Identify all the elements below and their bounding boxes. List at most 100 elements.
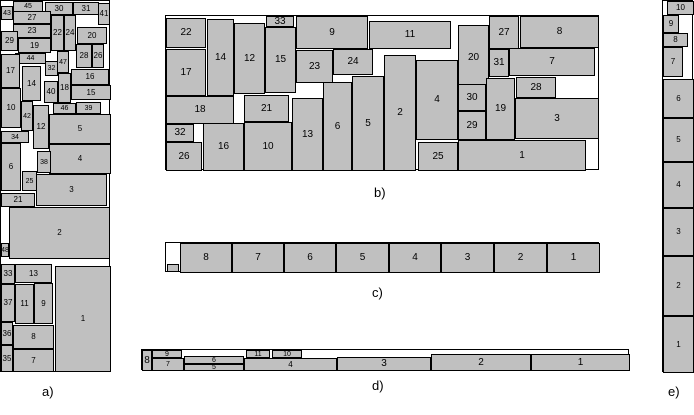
rect-31: 31 xyxy=(489,49,509,77)
rect-8: 8 xyxy=(520,16,599,48)
rect-4: 4 xyxy=(49,144,111,174)
rect-24: 24 xyxy=(64,15,76,51)
rect-27: 27 xyxy=(489,16,519,49)
rect-41: 41 xyxy=(98,3,110,25)
rect-9: 9 xyxy=(663,15,679,33)
rect-18: 18 xyxy=(58,73,71,103)
rect-16: 16 xyxy=(203,123,244,171)
rect-19: 19 xyxy=(486,78,515,140)
rect-40: 40 xyxy=(44,81,58,103)
rect-31: 31 xyxy=(73,2,99,15)
rect-30: 30 xyxy=(45,2,73,15)
rect-5: 5 xyxy=(663,118,694,162)
rect-26: 26 xyxy=(92,44,104,68)
caption-e: e) xyxy=(668,384,680,399)
panel-d: 8 9 7 6 5 11 10 4 3 2 1 xyxy=(141,349,630,371)
rect-7: 7 xyxy=(663,47,683,77)
rect-47: 47 xyxy=(57,51,69,73)
rect-6: 6 xyxy=(184,356,244,364)
rect-8: 8 xyxy=(142,350,152,371)
rect-12: 12 xyxy=(234,23,265,94)
rect-17: 17 xyxy=(166,49,206,96)
rect-25: 25 xyxy=(22,171,37,191)
rect-39: 39 xyxy=(76,102,101,114)
rect-25: 25 xyxy=(418,142,458,171)
rect-33: 33 xyxy=(266,16,294,27)
rect-35: 35 xyxy=(1,345,13,372)
rect-14: 14 xyxy=(207,19,234,96)
rect-32: 32 xyxy=(166,124,194,142)
rect-21: 21 xyxy=(1,193,35,207)
panel-b: 22 33 9 11 27 8 17 14 12 15 20 23 24 31 … xyxy=(165,15,599,171)
rect-6: 6 xyxy=(284,243,336,273)
rect-11: 11 xyxy=(369,21,451,49)
rect-38: 38 xyxy=(37,151,51,173)
rect-4: 4 xyxy=(389,243,441,273)
rect-36: 36 xyxy=(1,322,13,345)
rect-24: 24 xyxy=(333,49,373,75)
rect-1: 1 xyxy=(663,316,694,373)
rect-21: 21 xyxy=(244,95,289,122)
rect-28: 28 xyxy=(76,44,92,68)
rect-4: 4 xyxy=(244,358,337,371)
rect-22: 22 xyxy=(51,15,64,51)
rect-4: 4 xyxy=(416,60,458,140)
rect-2: 2 xyxy=(431,354,531,371)
rect-10: 10 xyxy=(667,1,694,15)
rect-2: 2 xyxy=(663,256,694,316)
rect-43: 43 xyxy=(1,6,13,20)
rect-8: 8 xyxy=(180,243,232,273)
rect-29: 29 xyxy=(458,111,486,140)
rect-9: 9 xyxy=(296,16,368,49)
rect-3: 3 xyxy=(441,243,494,273)
caption-b: b) xyxy=(374,185,386,200)
rect-5: 5 xyxy=(49,114,111,144)
panel-a: 43 45 30 31 41 27 23 22 24 20 29 19 44 4… xyxy=(0,0,111,372)
rect-14: 14 xyxy=(22,66,41,101)
rect-30: 30 xyxy=(458,84,486,111)
rect-20: 20 xyxy=(458,25,489,91)
rect-7: 7 xyxy=(152,358,184,371)
rect-23: 23 xyxy=(13,24,51,38)
caption-a: a) xyxy=(42,384,54,399)
rect-22: 22 xyxy=(166,18,206,48)
rect-23: 23 xyxy=(296,50,333,83)
rect-6: 6 xyxy=(663,79,694,118)
rect-10: 10 xyxy=(244,122,292,171)
rect-27: 27 xyxy=(13,11,51,24)
rect-8: 8 xyxy=(13,325,54,349)
rect-8: 8 xyxy=(663,33,688,47)
rect-3: 3 xyxy=(36,174,107,206)
rect-12: 12 xyxy=(33,105,49,149)
rect-1: 1 xyxy=(547,243,600,273)
rect-15: 15 xyxy=(265,27,296,93)
rect-42: 42 xyxy=(21,101,33,131)
rect-2: 2 xyxy=(494,243,547,273)
rect-3: 3 xyxy=(337,357,431,371)
rect-6: 6 xyxy=(1,143,21,191)
rect-2: 2 xyxy=(384,55,416,171)
rect-16: 16 xyxy=(71,69,109,85)
panel-c: 8 7 6 5 4 3 2 1 xyxy=(165,242,600,273)
rect-1: 1 xyxy=(458,140,586,171)
panel-e: 10 9 8 7 6 5 4 3 2 1 xyxy=(662,0,694,373)
rect-13: 13 xyxy=(15,264,52,283)
rect-17: 17 xyxy=(1,54,20,88)
rect-29: 29 xyxy=(1,31,18,51)
rect-4: 4 xyxy=(663,162,694,208)
rect-5: 5 xyxy=(336,243,389,273)
rect-32: 32 xyxy=(45,61,58,76)
rect-2: 2 xyxy=(9,207,110,259)
rect-13: 13 xyxy=(292,98,323,171)
rect-28: 28 xyxy=(516,77,556,98)
rect-1: 1 xyxy=(531,354,630,371)
rect-33: 33 xyxy=(1,264,15,284)
rect-15: 15 xyxy=(71,85,111,100)
rect-10: 10 xyxy=(272,350,302,358)
caption-d: d) xyxy=(372,378,384,393)
rect-7: 7 xyxy=(509,48,595,76)
rect-11: 11 xyxy=(246,350,270,358)
rect-3: 3 xyxy=(515,98,599,139)
rect-1: 1 xyxy=(55,266,111,372)
caption-c: c) xyxy=(372,285,383,300)
